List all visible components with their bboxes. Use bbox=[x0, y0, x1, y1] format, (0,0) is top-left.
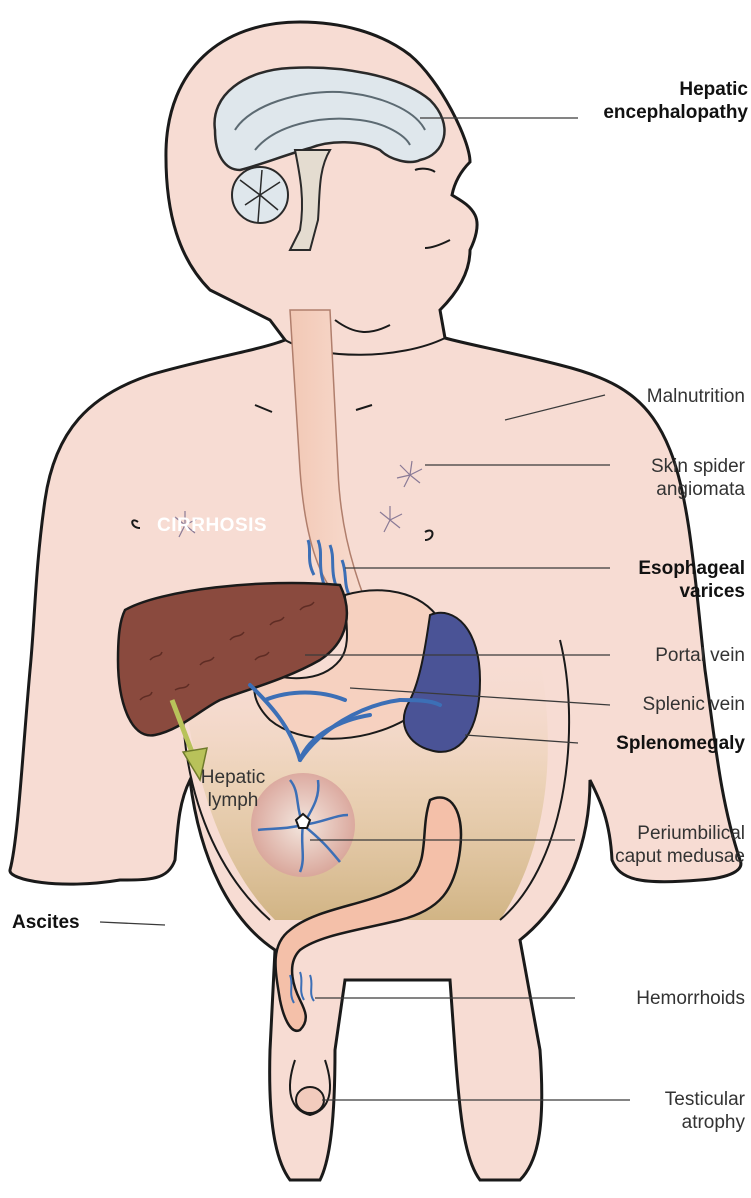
label-skin-spider-angiomata-line1: Skin spider bbox=[600, 455, 745, 478]
label-ascites-line1: Ascites bbox=[12, 911, 80, 934]
label-hepatic-lymph: Hepatic lymph bbox=[193, 766, 273, 812]
label-skin-spider-angiomata-line2: angiomata bbox=[600, 478, 745, 501]
cirrhosis-label: CIRRHOSIS bbox=[157, 515, 267, 537]
label-periumbilical-caput-medusae-line1: Periumbilical bbox=[575, 822, 745, 845]
label-skin-spider-angiomata: Skin spider angiomata bbox=[600, 455, 745, 501]
label-testicular-atrophy-line1: Testicular bbox=[630, 1088, 745, 1111]
label-hemorrhoids: Hemorrhoids bbox=[575, 987, 745, 1010]
label-hepatic-encephalopathy-line2: encephalopathy bbox=[565, 101, 748, 124]
label-periumbilical-caput-medusae: Periumbilical caput medusae bbox=[575, 822, 745, 868]
testis bbox=[296, 1087, 324, 1113]
label-splenomegaly-line1: Splenomegaly bbox=[575, 732, 745, 755]
label-splenic-vein: Splenic vein bbox=[600, 693, 745, 716]
label-periumbilical-caput-medusae-line2: caput medusae bbox=[575, 845, 745, 868]
label-malnutrition-line1: Malnutrition bbox=[585, 385, 745, 408]
label-hepatic-encephalopathy: Hepatic encephalopathy bbox=[565, 78, 748, 124]
label-malnutrition: Malnutrition bbox=[585, 385, 745, 408]
label-hepatic-lymph-line2: lymph bbox=[193, 789, 273, 812]
label-testicular-atrophy: Testicular atrophy bbox=[630, 1088, 745, 1134]
label-splenomegaly: Splenomegaly bbox=[575, 732, 745, 755]
label-portal-vein: Portal vein bbox=[600, 644, 745, 667]
label-splenic-vein-line1: Splenic vein bbox=[600, 693, 745, 716]
label-hepatic-encephalopathy-line1: Hepatic bbox=[565, 78, 748, 101]
label-ascites: Ascites bbox=[12, 911, 80, 934]
label-esophageal-varices-line2: varices bbox=[595, 580, 745, 603]
label-hemorrhoids-line1: Hemorrhoids bbox=[575, 987, 745, 1010]
label-esophageal-varices-line1: Esophageal bbox=[595, 557, 745, 580]
label-testicular-atrophy-line2: atrophy bbox=[630, 1111, 745, 1134]
label-portal-vein-line1: Portal vein bbox=[600, 644, 745, 667]
label-hepatic-lymph-line1: Hepatic bbox=[193, 766, 273, 789]
label-esophageal-varices: Esophageal varices bbox=[595, 557, 745, 603]
